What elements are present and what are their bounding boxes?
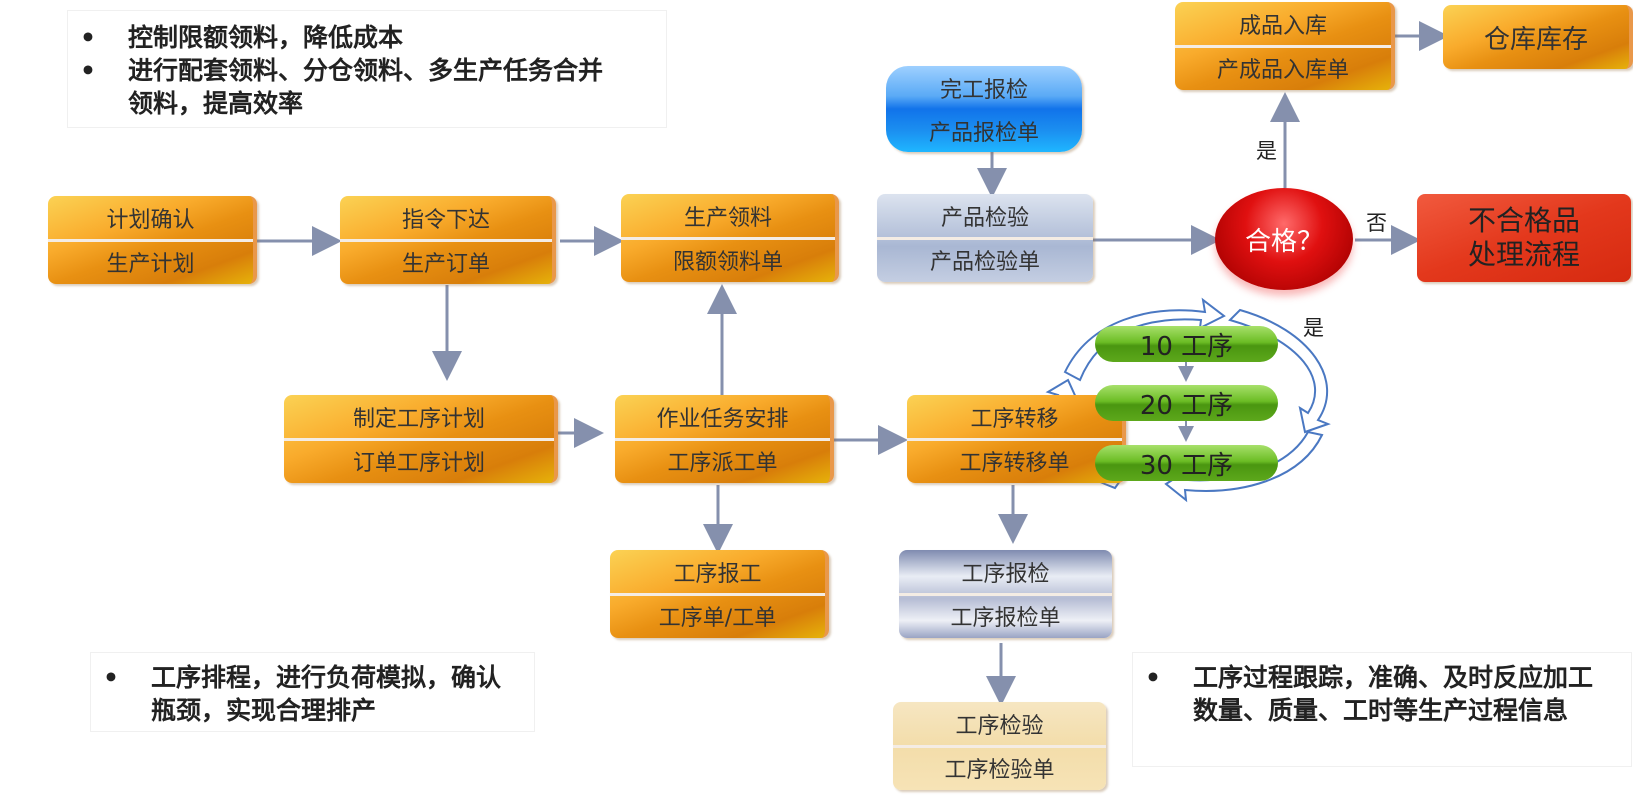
label-yes-storage: 是 <box>1256 139 1277 163</box>
note-text: 工序过程跟踪，准确、及时反应加工数量、质量、工时等生产过程信息 <box>1193 663 1594 725</box>
label-no: 否 <box>1366 211 1387 235</box>
node-completion-report[interactable]: 完工报检 产品报检单 <box>886 66 1082 152</box>
operation-10[interactable]: 10 工序 <box>1095 326 1278 362</box>
operation-30[interactable]: 30 工序 <box>1095 445 1278 481</box>
node-process-transfer[interactable]: 工序转移 工序转移单 <box>907 395 1126 483</box>
node-warehouse-stock[interactable]: 仓库库存 <box>1443 5 1633 69</box>
note-text: 控制限额领料，降低成本 <box>128 23 404 52</box>
node-process-plan[interactable]: 制定工序计划 订单工序计划 <box>284 395 558 483</box>
note-tracking: •工序过程跟踪，准确、及时反应加工数量、质量、工时等生产过程信息 <box>1132 652 1632 767</box>
node-process-inspect[interactable]: 工序检验 工序检验单 <box>893 702 1106 790</box>
note-scheduling: •工序排程，进行负荷模拟，确认瓶颈，实现合理排产 <box>90 652 535 732</box>
node-material-pick[interactable]: 生产领料 限额领料单 <box>621 194 839 282</box>
note-material-control: •控制限额领料，降低成本 •进行配套领料、分仓领料、多生产任务合并领料，提高效率 <box>67 10 667 128</box>
node-process-report[interactable]: 工序报工 工序单/工单 <box>610 550 829 638</box>
node-finished-storage[interactable]: 成品入库 产成品入库单 <box>1175 2 1395 90</box>
node-process-report-inspect[interactable]: 工序报检 工序报检单 <box>899 550 1112 638</box>
operation-20[interactable]: 20 工序 <box>1095 385 1278 421</box>
node-product-inspect[interactable]: 产品检验 产品检验单 <box>877 194 1093 282</box>
label-yes-cycle: 是 <box>1303 316 1324 340</box>
node-nonconforming[interactable]: 不合格品 处理流程 <box>1417 194 1631 282</box>
node-task-arrange[interactable]: 作业任务安排 工序派工单 <box>615 395 834 483</box>
note-text: 工序排程，进行负荷模拟，确认瓶颈，实现合理排产 <box>151 663 502 725</box>
node-plan-confirm[interactable]: 计划确认 生产计划 <box>48 196 257 284</box>
node-order-issue[interactable]: 指令下达 生产订单 <box>340 196 556 284</box>
node-qualified-decision[interactable]: 合格？ <box>1215 188 1353 290</box>
note-text: 进行配套领料、分仓领料、多生产任务合并领料，提高效率 <box>128 56 604 118</box>
